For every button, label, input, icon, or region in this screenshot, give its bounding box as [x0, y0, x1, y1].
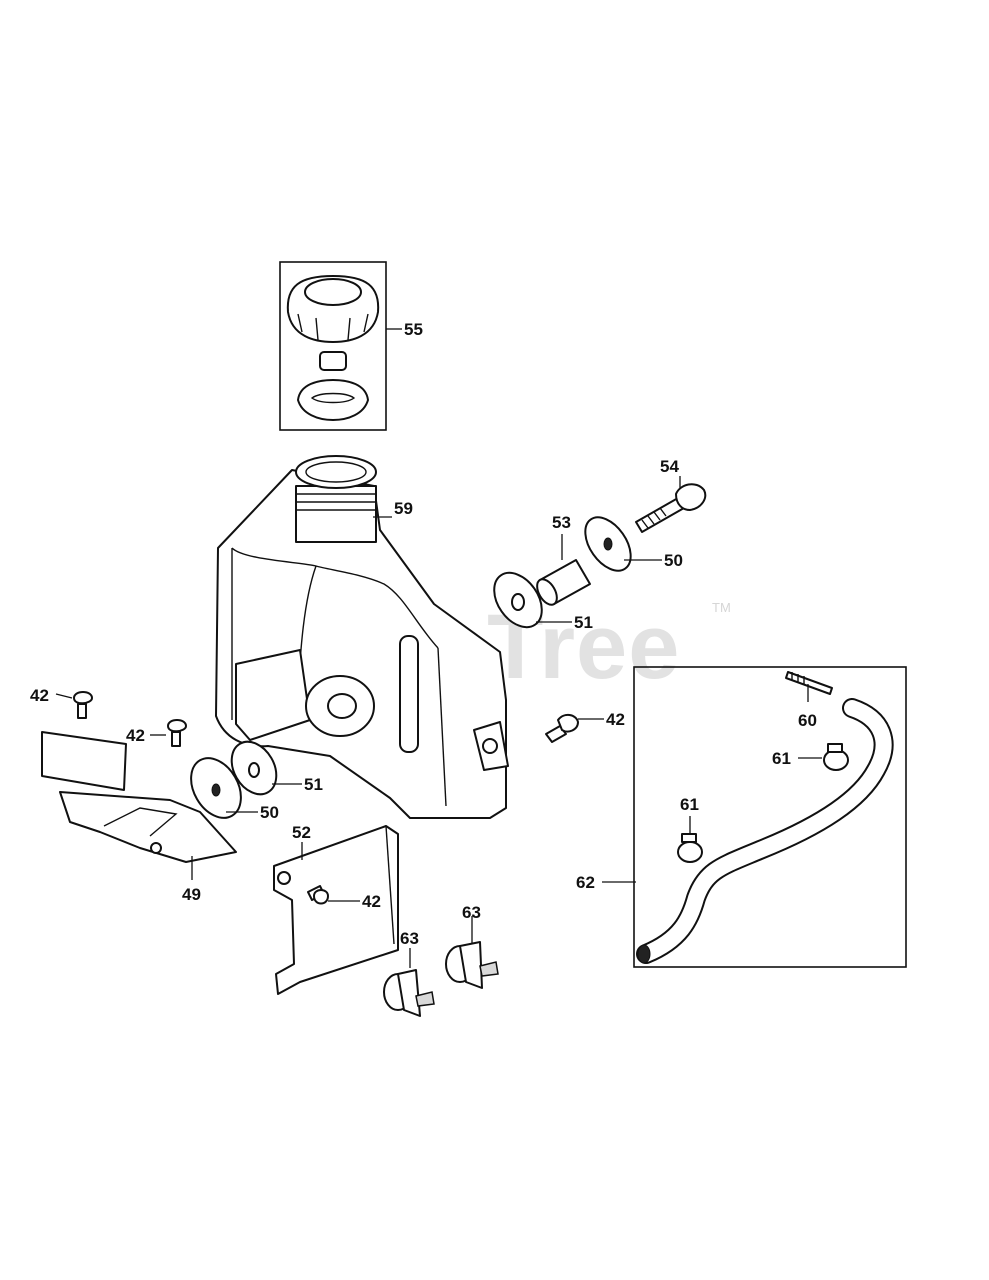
clip-63-left-body [397, 969, 421, 1017]
grommet-51-upper-hole [511, 593, 525, 611]
grommet-upper[interactable]: 51 [484, 564, 593, 636]
bolt-54-head [675, 483, 707, 511]
sleeve-end [536, 578, 558, 606]
fuel-hose [638, 700, 892, 962]
callout-42-midleft: 42 [126, 726, 145, 745]
cap-gasket [297, 379, 369, 421]
bolt-42-topleft-shank [77, 703, 87, 719]
bolt-42-midleft[interactable]: 42 [126, 719, 187, 747]
hose-clip-left[interactable]: 63 [383, 929, 435, 1017]
cap-gasket-inner [310, 392, 356, 404]
clamp-61-lower [677, 841, 703, 863]
bolt-54-threads [641, 507, 667, 529]
tank-side-edge [437, 647, 447, 807]
flange-bolt[interactable]: 54 [635, 457, 707, 533]
bolt-54-shank [635, 497, 685, 533]
grommet-lower[interactable]: 51 [223, 734, 323, 802]
tank-filler-neck [295, 485, 377, 543]
plate-52-bend [385, 825, 395, 945]
callout-50-upper: 50 [664, 551, 683, 570]
bolt-42-topleft[interactable]: 42 [30, 686, 93, 719]
bolt-42-topleft-head [73, 691, 93, 705]
fuel-hose-end [637, 944, 651, 964]
clip-63-left-tab [415, 991, 435, 1007]
pin-60-threads [791, 672, 805, 684]
bolt-42-plate-head [313, 889, 329, 905]
bolt-42-midleft-head [167, 719, 187, 733]
bracket-49-base [59, 791, 237, 863]
callout-61-lower: 61 [680, 795, 699, 814]
callout-54: 54 [660, 457, 679, 476]
bolt-42-plate[interactable]: 42 [307, 885, 381, 911]
callout-42-topleft: 42 [30, 686, 49, 705]
plate-52-body [273, 825, 399, 995]
tank-mount-hole [327, 693, 357, 719]
fuel-tank-body [215, 469, 507, 819]
fuel-cap-assembly[interactable]: 55 [279, 261, 423, 431]
callout-60: 60 [798, 711, 817, 730]
hose-inset-frame [633, 666, 907, 968]
neck-threads [296, 493, 376, 511]
clamp-61-lower-screw [681, 833, 697, 843]
tank-filler-inner [305, 461, 367, 483]
mounting-plate[interactable]: 52 [273, 823, 399, 995]
callout-50-lower: 50 [260, 803, 279, 822]
clip-63-right-body [459, 941, 483, 989]
clip-63-right-tab [479, 961, 499, 977]
callout-62: 62 [576, 873, 595, 892]
bracket-49-flap [41, 731, 127, 791]
fuel-hose-panel[interactable]: 62 60 61 61 [576, 666, 907, 968]
bolt-42-right[interactable]: 42 [545, 710, 625, 743]
leader-42-topleft [55, 693, 73, 699]
callout-63-right: 63 [462, 903, 481, 922]
hose-clip-right[interactable]: 63 [445, 903, 499, 989]
clamp-61-upper-screw [827, 743, 843, 753]
cap-inset-frame [279, 261, 387, 431]
plate-52-hole [277, 871, 291, 885]
tank-ear-hole [482, 738, 498, 754]
bolt-42-right-head [557, 714, 579, 733]
tank-top-edge [231, 547, 439, 649]
callout-59: 59 [394, 499, 413, 518]
watermark-trademark: TM [712, 600, 731, 615]
washer-upper[interactable]: 50 [576, 509, 683, 579]
washer-50-upper-hole [603, 537, 613, 551]
callout-49: 49 [182, 885, 201, 904]
spacer-sleeve[interactable]: 53 [533, 513, 591, 608]
fuel-tank[interactable]: 59 [215, 455, 509, 819]
callout-42-plate: 42 [362, 892, 381, 911]
callout-51-upper: 51 [574, 613, 593, 632]
bracket-49-fold [103, 807, 178, 837]
callout-53: 53 [552, 513, 571, 532]
bolt-42-midleft-shank [171, 731, 181, 747]
pin-60 [785, 671, 833, 695]
tank-filler-opening [295, 455, 377, 489]
shield-bracket[interactable]: 49 [41, 731, 237, 904]
bracket-49-hole [150, 842, 162, 854]
grommet-51-lower-hole [248, 762, 260, 778]
cap-grip-ribs [297, 313, 369, 341]
tank-side-slot [399, 635, 419, 753]
callout-42-right: 42 [606, 710, 625, 729]
callout-51-lower: 51 [304, 775, 323, 794]
callout-63-left: 63 [400, 929, 419, 948]
cap-vent [319, 351, 347, 371]
callout-61-upper: 61 [772, 749, 791, 768]
callout-52: 52 [292, 823, 311, 842]
callout-55: 55 [404, 320, 423, 339]
fuel-cap-top [304, 278, 362, 306]
washer-50-lower-hole [211, 783, 221, 797]
tank-pocket [235, 649, 311, 741]
